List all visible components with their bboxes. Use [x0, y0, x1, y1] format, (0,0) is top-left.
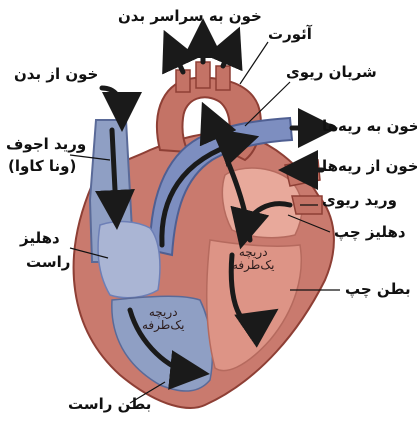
label-pulmonary-vein: ورید ریوی: [322, 192, 397, 209]
label-pulmonary-artery: شریان ریوی: [286, 64, 377, 81]
label-right-valve: دریچه یک‌طرفه: [142, 306, 184, 332]
label-aorta: آئورت: [268, 26, 312, 43]
aorta-branch-3: [216, 66, 230, 90]
aorta-branch-2: [196, 62, 210, 88]
label-right-atrium-line2: راست: [26, 254, 70, 271]
right-atrium-chamber: [98, 222, 160, 298]
label-left-valve: دریچه یک‌طرفه: [232, 246, 274, 272]
label-right-valve-line2: یک‌طرفه: [142, 319, 184, 332]
label-blood-from-body: خون از بدن: [14, 66, 98, 83]
label-right-atrium-line1: دهلیز: [20, 230, 60, 247]
label-right-ventricle: بطن راست: [68, 396, 151, 413]
label-blood-to-body: خون به سراسر بدن: [118, 8, 262, 25]
arrow-blood-from-body: [102, 88, 122, 112]
pulmonary-vein-upper: [285, 160, 320, 186]
arrow-blood-to-body-3: [223, 45, 232, 66]
leader-aorta: [240, 42, 268, 84]
arrow-blood-to-body-1: [172, 48, 183, 72]
label-vena-cava-line2: (ونا کاوا): [8, 158, 76, 175]
label-left-ventricle: بطن چپ: [345, 281, 411, 298]
label-blood-to-lungs: خون به ریه‌ها: [322, 118, 417, 135]
label-left-valve-line2: یک‌طرفه: [232, 259, 274, 272]
label-vena-cava-line1: ورید اجوف: [6, 136, 86, 153]
label-left-atrium: دهلیز چپ: [334, 224, 406, 241]
label-blood-from-lungs: خون از ریه‌ها: [322, 158, 417, 175]
